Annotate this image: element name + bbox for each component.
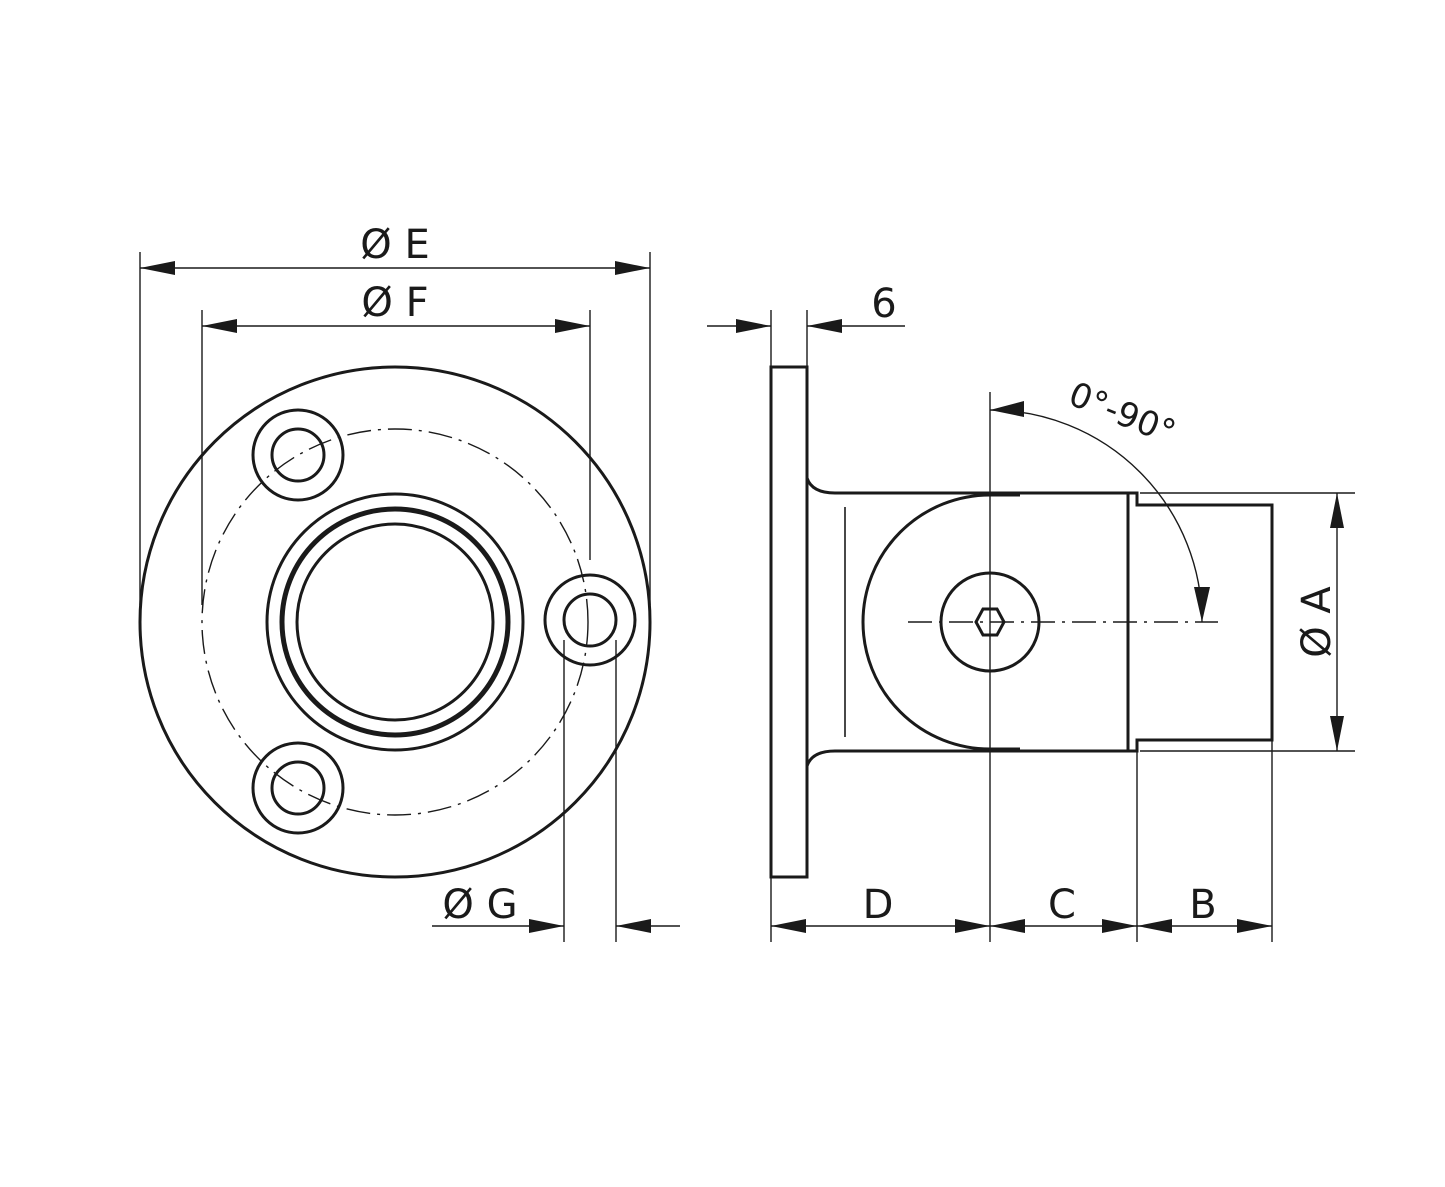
label-diameter-g: Ø G — [442, 882, 517, 928]
label-diameter-f: Ø F — [361, 280, 428, 326]
flange-outer-edge — [138, 365, 652, 879]
mounting-hole-bottom-left — [251, 741, 345, 835]
mounting-hole-right — [543, 573, 637, 667]
dimension-diameter-a: Ø A — [1140, 492, 1355, 752]
hinge-knuckle — [861, 493, 1020, 751]
bolt-circle — [201, 428, 589, 816]
tube-end — [1128, 491, 1274, 753]
label-angle: 0°-90° — [1063, 374, 1181, 453]
front-view: Ø E Ø F Ø G — [138, 222, 680, 942]
dimension-diameter-f: Ø F — [201, 280, 591, 605]
dimension-thickness: 6 — [707, 281, 905, 367]
label-diameter-a: Ø A — [1294, 586, 1340, 658]
dimension-diameter-e: Ø E — [139, 222, 651, 605]
label-diameter-e: Ø E — [360, 222, 429, 268]
label-dim-d: D — [863, 882, 894, 928]
dimension-diameter-g: Ø G — [432, 640, 680, 942]
label-thickness: 6 — [871, 281, 896, 327]
mounting-hole-top-left — [251, 408, 345, 502]
flange-plate — [769, 365, 809, 879]
socket-bore — [295, 522, 495, 722]
label-dim-c: C — [1048, 882, 1076, 928]
dimension-chain-d-c-b: D C B — [770, 740, 1273, 942]
label-dim-b: B — [1189, 882, 1216, 928]
boss-outer-edge — [265, 492, 525, 752]
side-view: 6 0°-90° Ø A — [707, 281, 1355, 942]
socket-rim — [279, 506, 511, 738]
